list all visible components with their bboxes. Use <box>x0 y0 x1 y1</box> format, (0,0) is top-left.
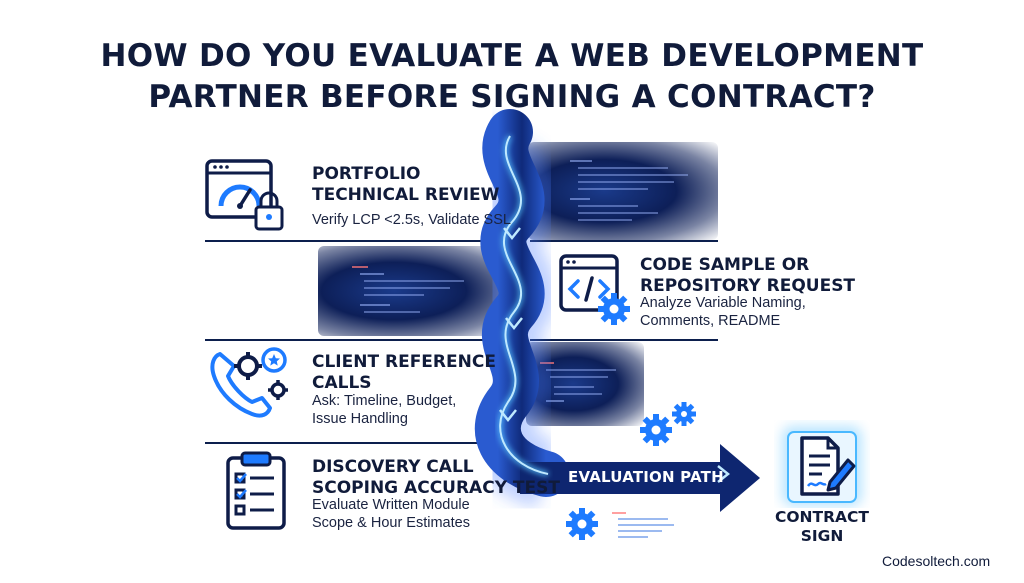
code-lines-left <box>352 266 472 318</box>
gear-icon <box>566 508 598 540</box>
code-lines-bottom <box>612 512 682 542</box>
step-4-heading: DISCOVERY CALL SCOPING ACCURACY TEST <box>312 457 560 498</box>
contract-pen-icon <box>782 426 862 506</box>
contract-sign-label: CONTRACT SIGN <box>775 508 869 545</box>
footer-brand: Codesoltech.com <box>882 553 991 569</box>
step-1-heading: PORTFOLIO TECHNICAL REVIEW <box>312 164 500 205</box>
divider-4 <box>530 339 718 341</box>
divider-3 <box>205 339 485 341</box>
divider-2 <box>530 240 718 242</box>
speedometer-lock-icon <box>205 159 284 231</box>
code-window-gear-icon <box>559 254 630 325</box>
step-1-description: Verify LCP <2.5s, Validate SSL <box>312 212 511 228</box>
phone-gears-icon <box>210 347 288 418</box>
code-panel-top-right <box>528 142 718 240</box>
clipboard-checklist-icon <box>226 451 286 530</box>
title-line-2: PARTNER BEFORE SIGNING A CONTRACT? <box>148 79 876 115</box>
step-2-heading: CODE SAMPLE OR REPOSITORY REQUEST <box>640 255 856 296</box>
code-lines-top <box>570 158 700 226</box>
evaluation-path-label: EVALUATION PATH <box>568 468 724 486</box>
step-3-heading: CLIENT REFERENCE CALLS <box>312 352 496 393</box>
title-line-1: HOW DO YOU EVALUATE A WEB DEVELOPMENT <box>100 38 924 74</box>
step-3-description: Ask: Timeline, Budget, Issue Handling <box>312 393 457 427</box>
divider-5 <box>205 442 485 444</box>
step-2-description: Analyze Variable Naming, Comments, READM… <box>640 295 806 329</box>
gear-pair-icon <box>640 402 696 446</box>
step-4-description: Evaluate Written Module Scope & Hour Est… <box>312 497 470 531</box>
divider-1 <box>205 240 485 242</box>
